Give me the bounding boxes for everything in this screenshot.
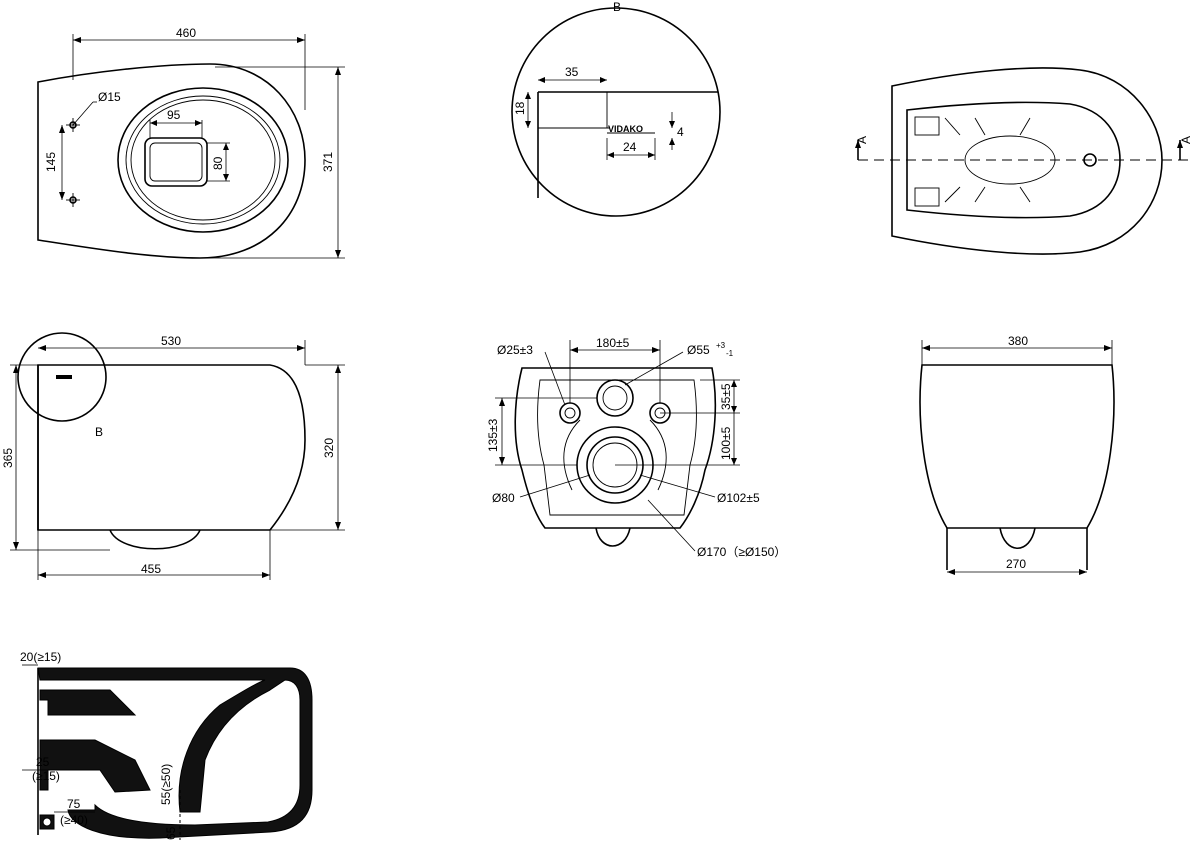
rear-dim-170: Ø170（≥Ø150）	[697, 545, 786, 559]
detail-b-circle	[511, 7, 721, 217]
detail-b: B VIDAKO 35 18 4 24	[511, 0, 721, 217]
rear-dim-25: Ø25±3	[497, 343, 533, 357]
rear-dim-100: 100±5	[719, 426, 733, 460]
detail-b-dim-4: 4	[677, 125, 684, 139]
front-view-outline	[919, 364, 1115, 529]
side-view-detail-ref: B	[95, 425, 103, 439]
side-view-outline	[37, 364, 306, 531]
top-view-outline	[37, 63, 306, 259]
rear-dim-135: 135±3	[486, 418, 500, 452]
side-view-length-label: 530	[161, 334, 181, 348]
cross-section-body	[37, 667, 313, 839]
side-view-base-label: 455	[141, 562, 161, 576]
rear-dim-102: Ø102±5	[717, 491, 760, 505]
rear-dim-55-tol-down: -1	[726, 349, 734, 358]
detail-b-logo: VIDAKO	[608, 124, 643, 134]
detail-b-dim-24: 24	[623, 140, 637, 154]
section-label-left: A	[855, 136, 869, 144]
section-top-outline	[891, 67, 1163, 255]
rear-view: 180±5 Ø25±3 Ø55 +3 -1 35±5 100±5 135±3 Ø…	[486, 336, 786, 559]
side-view-height-label: 365	[1, 448, 15, 468]
xsec-dim-20: 20(≥15)	[20, 650, 61, 664]
front-view-width-label: 380	[1008, 334, 1028, 348]
top-view-hole-spacing-label: 145	[44, 152, 58, 172]
top-view-rim	[117, 87, 289, 233]
top-view-seat-mount-inner	[149, 142, 203, 182]
side-view-detail-b-circle	[17, 332, 107, 422]
rear-fix-hole-left	[559, 402, 581, 424]
xsec-dim-65: 65	[164, 826, 178, 840]
top-view-hole-dia-label: Ø15	[98, 90, 121, 104]
rear-dim-55: Ø55	[687, 343, 710, 357]
side-view: B 530 365 320 455	[1, 332, 345, 580]
rear-dim-80: Ø80	[492, 491, 515, 505]
rear-inlet-hole	[596, 379, 634, 417]
detail-b-dim-18: 18	[513, 101, 527, 115]
top-view-bowl	[130, 99, 276, 221]
detail-b-title: B	[613, 0, 621, 14]
rear-dim-180: 180±5	[596, 336, 630, 350]
xsec-dim-75b: (≥40)	[60, 813, 88, 827]
xsec-dim-75: 75	[67, 797, 81, 811]
top-view-width-label: 460	[176, 26, 196, 40]
rear-dim-35: 35±5	[719, 383, 733, 410]
rear-view-outline	[514, 367, 717, 529]
section-label-right: A	[1179, 136, 1193, 144]
top-view-seat-width-label: 95	[167, 108, 181, 122]
top-view-rim-inner	[125, 95, 281, 225]
front-view-base-label: 270	[1006, 557, 1026, 571]
xsec-dim-25b: (≥15)	[32, 769, 60, 783]
top-view: 460 371 Ø15 145 95 80	[37, 26, 345, 259]
section-top-view: A A	[855, 67, 1193, 255]
front-view: 380 270	[919, 334, 1115, 575]
cross-section: 20(≥15) 25 (≥15) 75 (≥40) 55(≥50) 65	[20, 650, 313, 840]
side-view-height2-label: 320	[322, 438, 336, 458]
top-view-depth-label: 371	[321, 152, 335, 172]
xsec-dim-55: 55(≥50)	[159, 764, 173, 805]
rear-dim-55-tol-up: +3	[716, 341, 726, 350]
top-view-seat-height-label: 80	[211, 156, 225, 170]
top-view-seat-mount	[144, 137, 208, 187]
detail-b-dim-35: 35	[565, 65, 579, 79]
xsec-dim-25: 25	[36, 755, 50, 769]
